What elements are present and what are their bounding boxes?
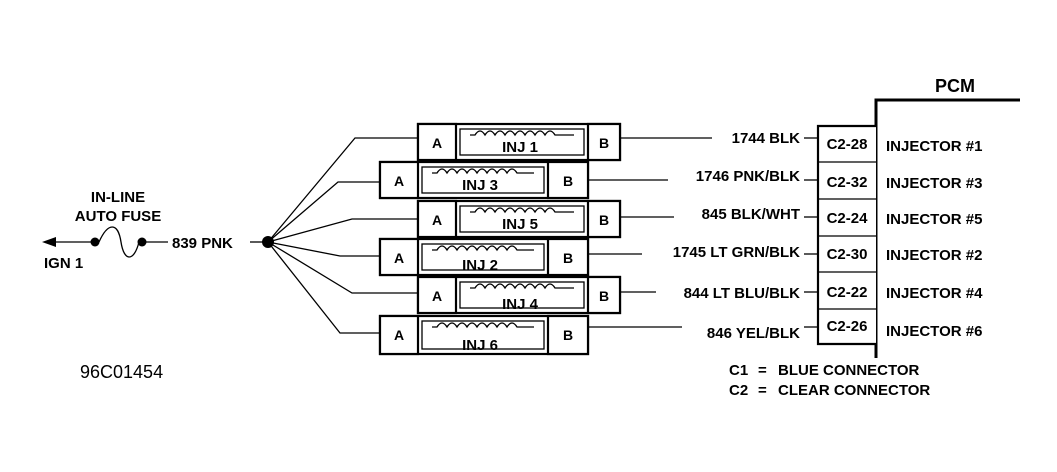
pcm-label-injector-2: INJECTOR #2 <box>886 247 982 264</box>
injector-name: INJ 3 <box>462 177 498 194</box>
injector-name: INJ 6 <box>462 337 498 354</box>
pin-b-label: B <box>563 327 573 343</box>
injector-1: A B INJ 1 1744 BLK <box>416 122 818 162</box>
coil-icon <box>432 245 534 252</box>
pin-a-box <box>378 160 420 200</box>
injector-name: INJ 2 <box>462 257 498 274</box>
terminal-c2-28: C2-28 <box>827 136 868 153</box>
pin-b-label: B <box>599 212 609 228</box>
coil-icon <box>470 207 574 214</box>
wire-label: 1746 PNK/BLK <box>696 168 800 185</box>
pcm-module: PCM C2-28 C2-32 C2-24 C2-30 C2-22 C2-26 … <box>816 76 1020 358</box>
legend-text-c1: BLUE CONNECTOR <box>778 362 920 379</box>
legend-eq-c2: = <box>758 382 767 399</box>
pin-b-box <box>586 199 622 239</box>
ign-label: IGN 1 <box>44 255 83 272</box>
injector-6: A B INJ 6 846 YEL/BLK <box>378 314 818 356</box>
coil-box <box>421 320 545 350</box>
fanout-wire-inj6 <box>267 241 380 334</box>
pin-b-label: B <box>563 250 573 266</box>
legend-key-c2: C2 <box>729 382 748 399</box>
legend-eq-c1: = <box>758 362 767 379</box>
fanout-wire-inj3 <box>267 181 380 243</box>
pin-a-box <box>416 199 458 239</box>
pcm-label-injector-3: INJECTOR #3 <box>886 175 982 192</box>
inline-fuse-group: IN-LINE AUTO FUSE IGN 1 839 PNK <box>42 189 274 272</box>
injector-4: A B INJ 4 844 LT BLU/BLK <box>416 275 818 315</box>
pin-b-label: B <box>599 135 609 151</box>
feed-wire-label: 839 PNK <box>172 235 233 252</box>
coil-box <box>459 205 585 233</box>
injector-name: INJ 5 <box>502 216 538 233</box>
terminal-c2-30: C2-30 <box>827 246 868 263</box>
injector-3: A B INJ 3 1746 PNK/BLK <box>378 160 818 200</box>
wire-label: 1744 BLK <box>732 130 801 147</box>
injector-name: INJ 4 <box>502 296 539 313</box>
pin-b-label: B <box>599 288 609 304</box>
coil-icon <box>432 322 534 329</box>
coil-icon <box>470 130 574 137</box>
fuse-element-icon <box>98 226 140 258</box>
wire-label: 846 YEL/BLK <box>707 325 800 342</box>
figure-code: 96C01454 <box>80 362 163 382</box>
legend-key-c1: C1 <box>729 362 748 379</box>
connector-legend: C1 = BLUE CONNECTOR C2 = CLEAR CONNECTOR <box>729 362 930 399</box>
coil-box <box>421 166 545 194</box>
fanout-wire-inj5 <box>267 218 418 243</box>
legend-text-c2: CLEAR CONNECTOR <box>778 382 930 399</box>
pin-a-label: A <box>394 250 404 266</box>
fanout-wires <box>267 137 418 334</box>
wire-label: 845 BLK/WHT <box>702 206 800 223</box>
pcm-label-injector-5: INJECTOR #5 <box>886 211 982 228</box>
fanout-wire-inj1 <box>267 137 418 243</box>
fuse-terminal-right <box>137 237 147 247</box>
pcm-label-injector-1: INJECTOR #1 <box>886 138 982 155</box>
pcm-connector-c2 <box>816 124 876 346</box>
fuse-terminal-left <box>90 237 100 247</box>
pin-b-box <box>586 275 622 315</box>
pin-a-box <box>416 122 458 162</box>
pin-a-label: A <box>394 173 404 189</box>
pcm-label-injector-6: INJECTOR #6 <box>886 323 982 340</box>
terminal-c2-32: C2-32 <box>827 174 868 191</box>
pcm-title: PCM <box>935 76 975 96</box>
pcm-label-injector-4: INJECTOR #4 <box>886 285 983 302</box>
coil-icon <box>432 168 534 175</box>
terminal-c2-24: C2-24 <box>827 210 869 227</box>
injector-name: INJ 1 <box>502 139 538 156</box>
terminal-c2-22: C2-22 <box>827 284 868 301</box>
pin-b-box <box>546 314 590 356</box>
pin-a-label: A <box>432 135 442 151</box>
fuse-label-line2: AUTO FUSE <box>75 208 161 225</box>
coil-icon <box>470 283 574 290</box>
pin-a-label: A <box>394 327 404 343</box>
coil-box <box>459 128 585 156</box>
coil-box <box>421 243 545 271</box>
terminal-c2-26: C2-26 <box>827 318 868 335</box>
pin-a-label: A <box>432 288 442 304</box>
arrow-left-icon <box>42 237 56 247</box>
wire-label: 844 LT BLU/BLK <box>684 285 801 302</box>
injector-5: A B INJ 5 845 BLK/WHT <box>416 199 818 239</box>
pin-b-label: B <box>563 173 573 189</box>
pin-a-box <box>378 237 420 277</box>
pin-b-box <box>586 122 622 162</box>
pin-b-box <box>546 237 590 277</box>
pin-a-box <box>416 275 458 315</box>
wire-label: 1745 LT GRN/BLK <box>673 244 800 261</box>
coil-box <box>459 281 585 309</box>
fanout-wire-inj4 <box>267 241 418 294</box>
fanout-wire-inj2 <box>267 241 380 257</box>
pin-a-box <box>378 314 420 356</box>
pin-a-label: A <box>432 212 442 228</box>
injector-2: A B INJ 2 1745 LT GRN/BLK <box>378 237 818 277</box>
terminal-dividers <box>818 161 876 310</box>
fuse-label-line1: IN-LINE <box>91 189 145 206</box>
